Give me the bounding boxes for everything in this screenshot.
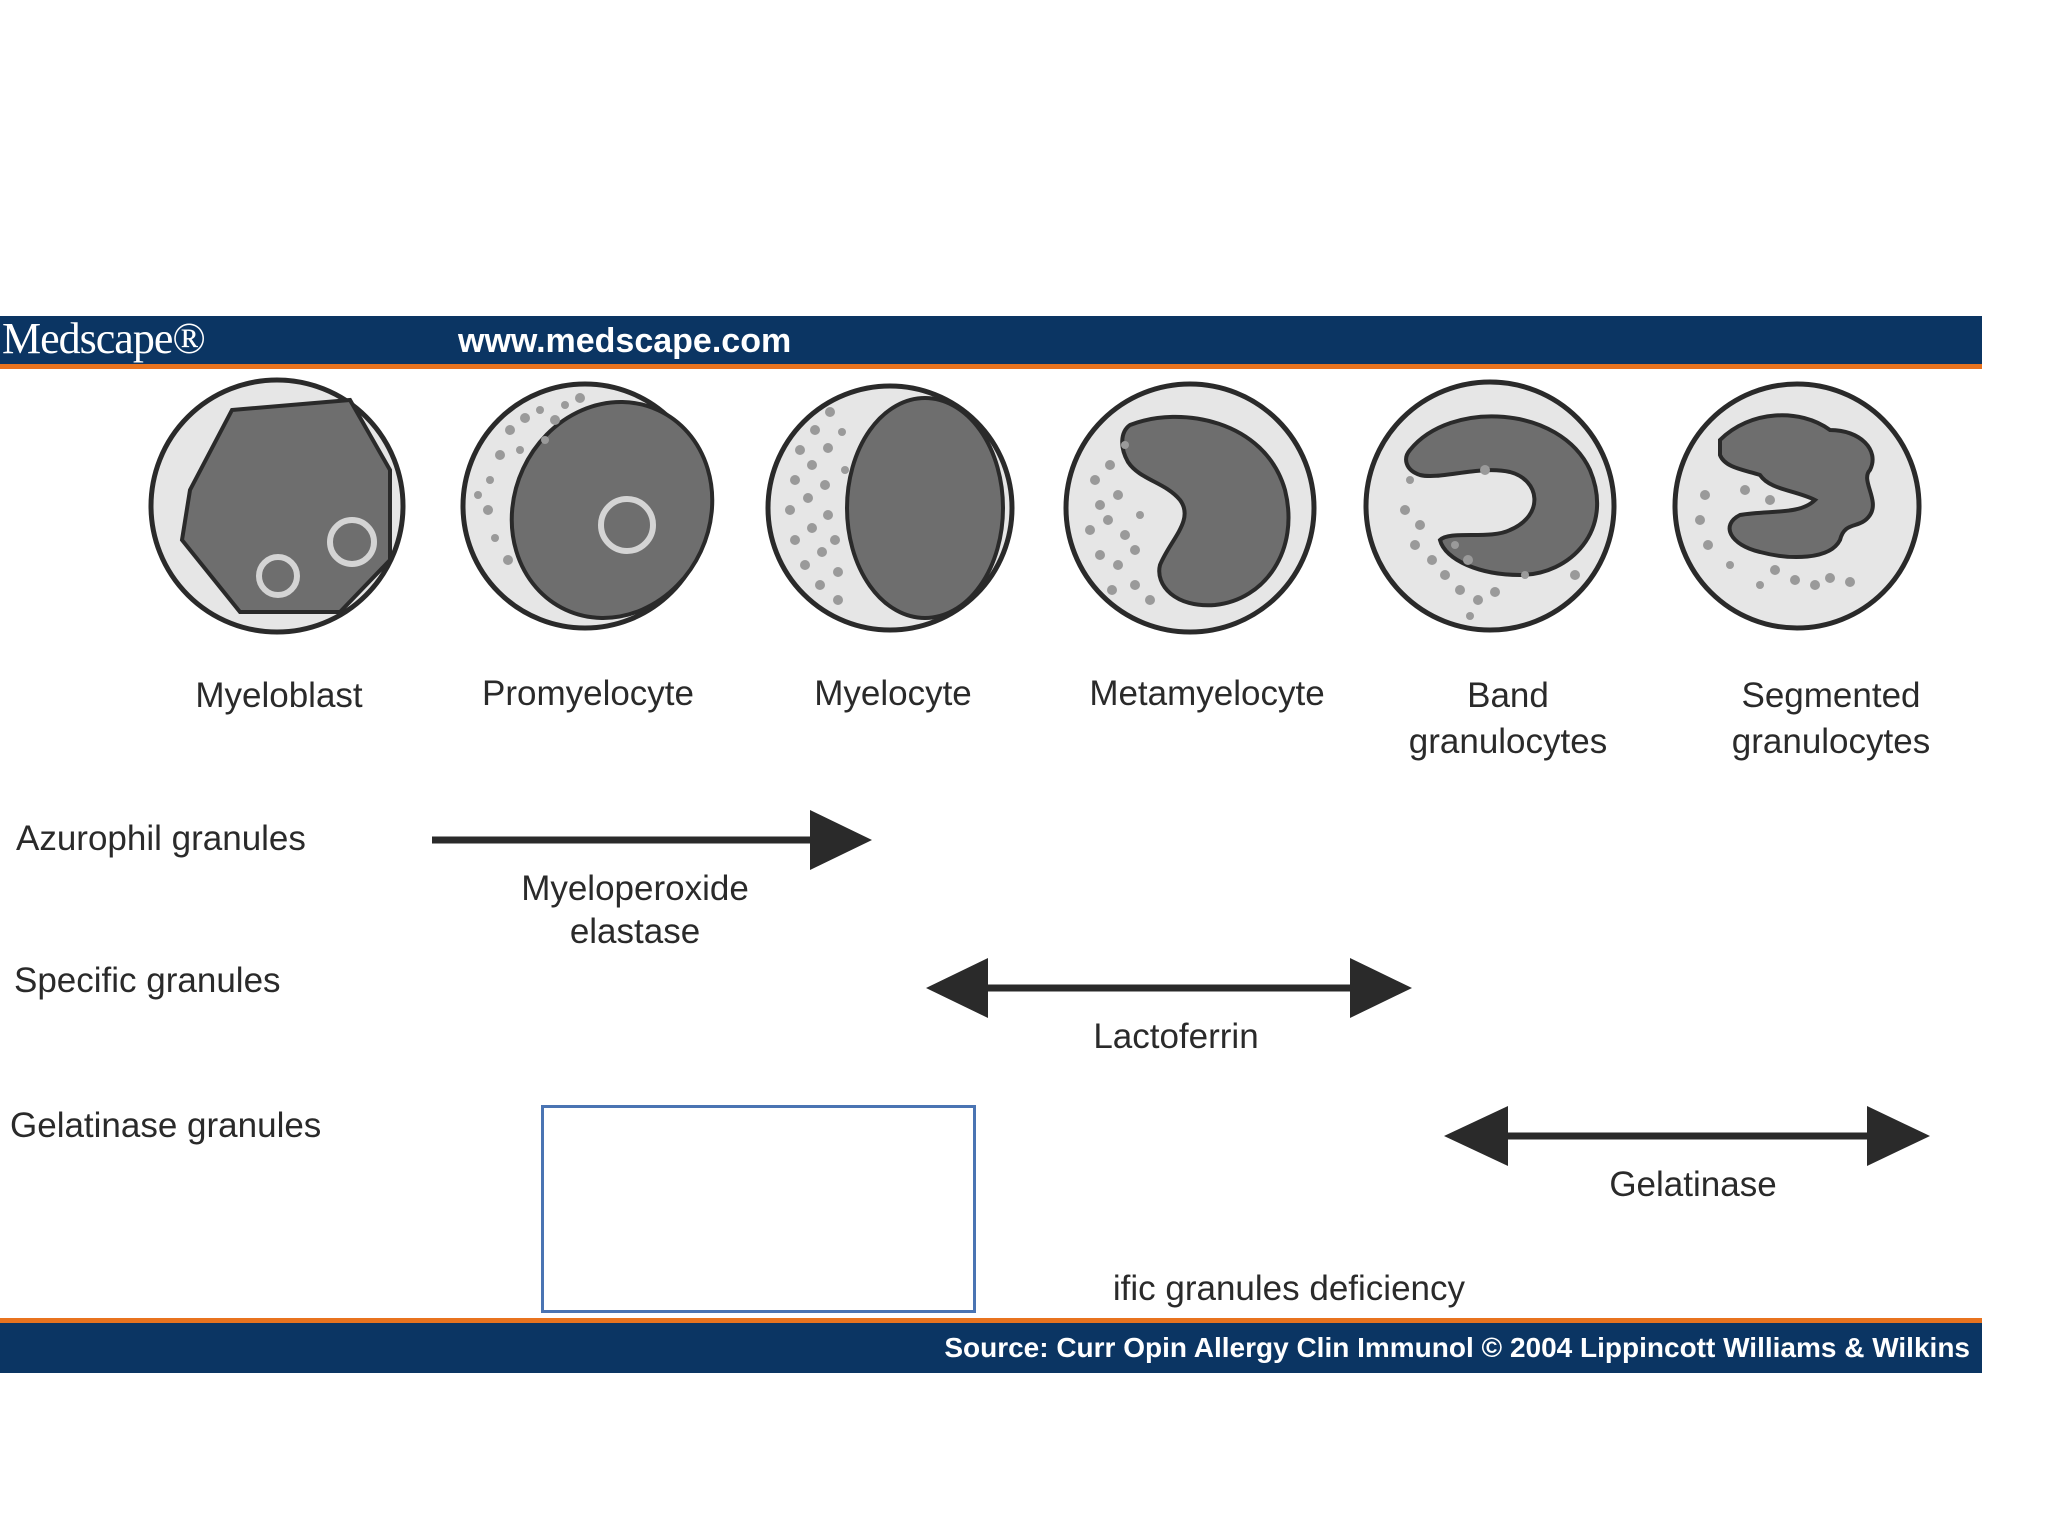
- cell-label-metamyelocyte: Metamyelocyte: [1089, 674, 1324, 713]
- cell-label-segmented-line2: granulocytes: [1732, 722, 1930, 761]
- metamyelocyte-cell-icon: [1063, 381, 1317, 635]
- cell-label-segmented-line1: Segmented: [1741, 676, 1920, 715]
- medscape-logo: Medscape®: [2, 314, 206, 363]
- myelocyte-cell-icon: [765, 383, 1015, 633]
- gelatinase-arrow: [1444, 1106, 1930, 1166]
- header-bar: Medscape® www.medscape.com: [0, 316, 1982, 369]
- row-label-specific: Specific granules: [14, 961, 281, 1000]
- row-label-gelatinase: Gelatinase granules: [10, 1106, 321, 1145]
- source-citation: Source: Curr Opin Allergy Clin Immunol ©…: [944, 1332, 1970, 1363]
- footer-bar: Source: Curr Opin Allergy Clin Immunol ©…: [0, 1318, 1982, 1373]
- azurophil-arrow-label-line1: Myeloperoxide: [521, 869, 749, 908]
- cell-label-promyelocyte: Promyelocyte: [482, 674, 694, 713]
- azurophil-arrow: [432, 810, 872, 870]
- band-granulocyte-cell-icon: [1363, 379, 1617, 633]
- cell-label-myelocyte: Myelocyte: [814, 674, 972, 713]
- cell-label-band-line2: granulocytes: [1409, 722, 1607, 761]
- specific-arrow-label: Lactoferrin: [1093, 1017, 1258, 1056]
- partial-caption: ific granules deficiency: [1113, 1269, 1466, 1308]
- promyelocyte-cell-icon: [460, 381, 715, 631]
- site-url: www.medscape.com: [458, 322, 792, 360]
- blank-overlay-box[interactable]: [541, 1105, 976, 1313]
- azurophil-arrow-label-line2: elastase: [570, 912, 700, 951]
- gelatinase-arrow-label: Gelatinase: [1609, 1165, 1776, 1204]
- row-label-azurophil: Azurophil granules: [16, 819, 306, 858]
- specific-arrow: [926, 958, 1412, 1018]
- cell-label-myeloblast: Myeloblast: [195, 676, 363, 715]
- segmented-granulocyte-cell-icon: [1672, 381, 1922, 631]
- cell-label-band-line1: Band: [1467, 676, 1549, 715]
- myeloblast-cell-icon: [148, 377, 406, 635]
